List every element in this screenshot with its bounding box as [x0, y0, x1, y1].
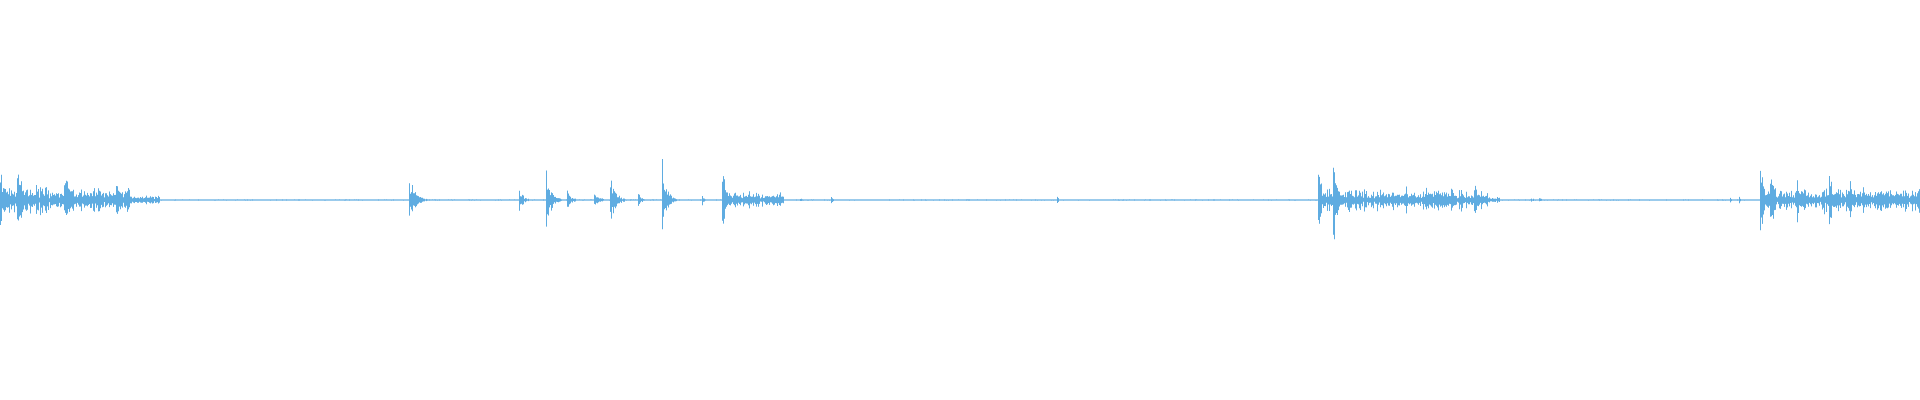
waveform-path: [0, 159, 1920, 240]
